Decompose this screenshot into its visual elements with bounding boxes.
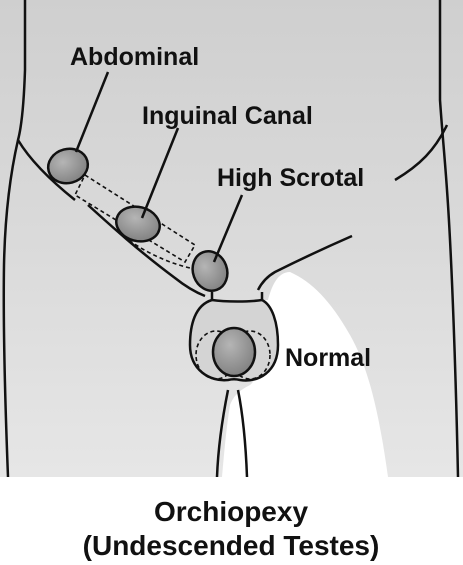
torso-silhouette (0, 0, 463, 477)
high-scrotal-testis (191, 250, 229, 292)
abdominal-testis (46, 147, 90, 185)
left-hip-fold (16, 139, 76, 201)
inguinal-leader (140, 127, 180, 219)
label-high-scrotal: High Scrotal (217, 164, 364, 192)
label-normal: Normal (285, 344, 371, 372)
right-inner-thigh (236, 389, 249, 478)
inguinal-testis (115, 205, 161, 243)
right-hip-fold (394, 124, 449, 182)
left-inner-thigh (215, 389, 230, 478)
normal-testis (211, 326, 257, 378)
label-inguinal-canal: Inguinal Canal (142, 102, 313, 130)
title-line-1: Orchiopexy (154, 496, 308, 527)
body-outline-right (438, 0, 460, 478)
left-groin-crease (87, 204, 206, 298)
high-scrotal-leader (212, 194, 244, 263)
body-outline-left (2, 0, 27, 478)
abdominal-leader (74, 71, 110, 153)
title-line-2: (Undescended Testes) (83, 530, 380, 561)
label-abdominal: Abdominal (70, 43, 199, 71)
normal-testis-right-dashed (229, 330, 271, 380)
right-groin-crease (256, 234, 353, 291)
